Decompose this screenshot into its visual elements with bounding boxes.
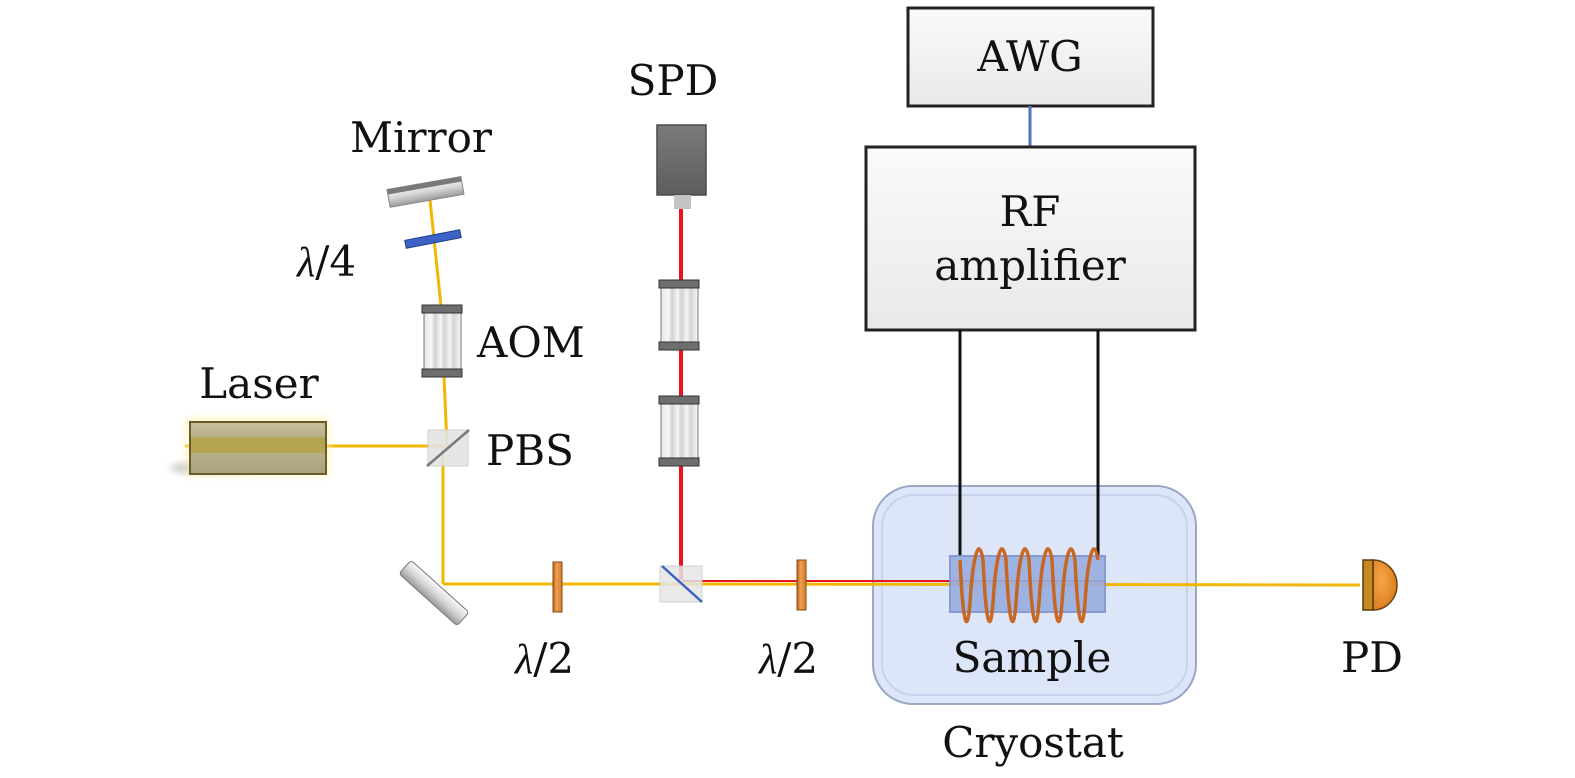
filter-upper [658,279,700,351]
filter-lower [658,395,700,467]
mirror-lower [399,560,469,626]
awg-box: AWG [906,6,1155,108]
pd-label: PD [1341,633,1403,682]
rf-coil [958,547,1100,623]
mirror-top [386,175,465,208]
rf-amplifier-label-line1: RF [1000,187,1061,236]
aom-label: AOM [476,318,585,367]
pbs-label: PBS [486,426,574,475]
mirror-label: Mirror [350,113,493,162]
spd-label: SPD [628,56,719,105]
half-waveplate-2-label: λ/2 [757,634,818,683]
quarter-waveplate-label: λ/4 [295,237,356,286]
rf-amplifier-box: RF amplifier [864,145,1197,332]
beam-splitter [659,565,703,603]
spd: SPD [628,56,719,209]
half-waveplate-1 [552,561,563,613]
cryostat-label: Cryostat [942,718,1124,767]
pbs [426,429,470,467]
sample: Sample [949,547,1112,682]
photodetector [1362,559,1398,611]
rf-amplifier-label-line2: amplifier [934,241,1126,290]
sample-label: Sample [953,633,1112,682]
aom [421,304,463,378]
half-waveplate-1-label: λ/2 [513,634,574,683]
half-waveplate-2 [796,559,807,611]
quarter-waveplate [404,229,462,249]
laser-label: Laser [199,359,319,408]
awg-label: AWG [976,32,1082,81]
laser [170,418,329,476]
